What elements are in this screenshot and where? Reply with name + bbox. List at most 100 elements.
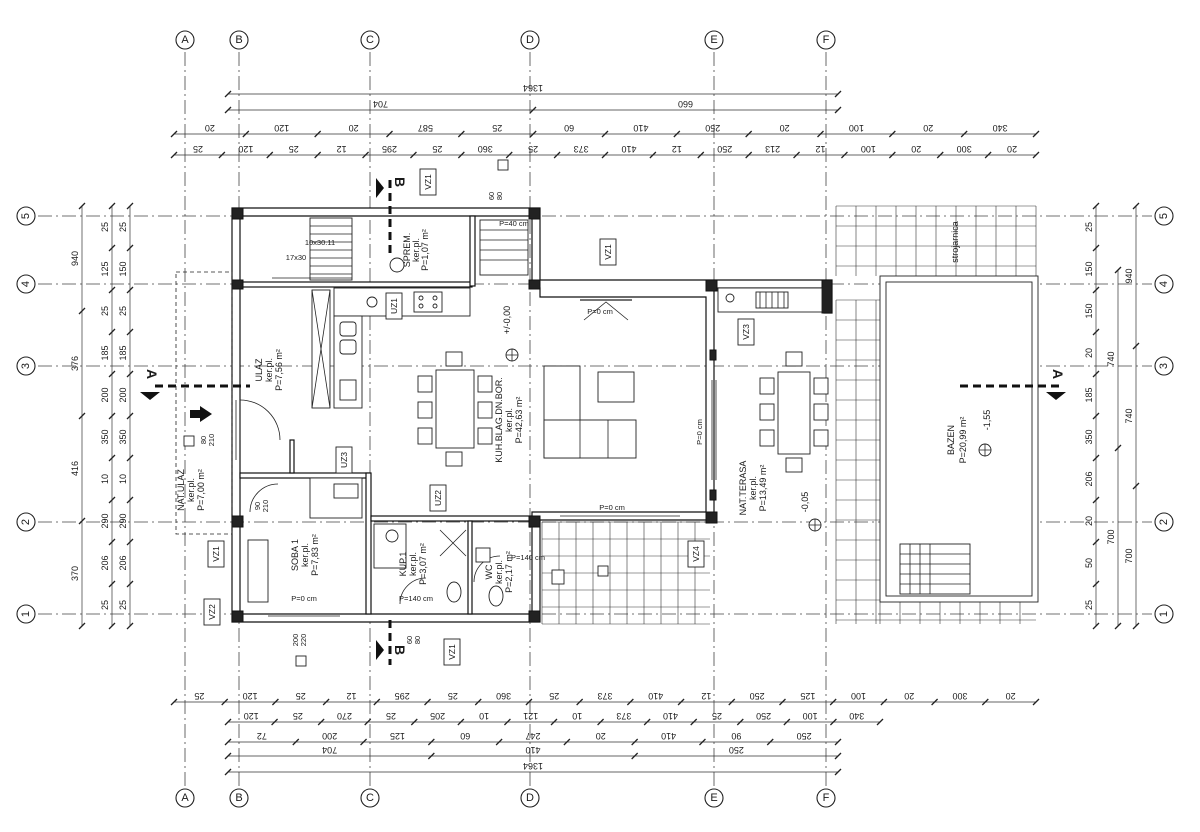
entry-arrow xyxy=(200,406,212,422)
tv-view xyxy=(583,301,629,321)
svg-text:60: 60 xyxy=(405,636,414,644)
column xyxy=(528,279,541,290)
opening-tags: VZ1 VZ1 UZ1 VZ1 VZ3 UZ3 UZ2 VZ4 VZ1 VZ2 xyxy=(203,168,755,666)
dim-tick xyxy=(108,622,116,630)
dim-label: 185 xyxy=(1084,387,1094,402)
dim-tick xyxy=(221,698,229,706)
axis-bubble xyxy=(175,788,195,808)
dim-tick xyxy=(1092,496,1100,504)
tag-label: VZ1 xyxy=(603,244,613,260)
dim-label: 25 xyxy=(296,691,306,701)
partition-wall xyxy=(239,281,473,288)
dim-label: 12 xyxy=(346,691,356,701)
dim-label: 120 xyxy=(244,711,259,721)
dim-tick xyxy=(126,496,134,504)
dim-tick xyxy=(1114,266,1122,274)
axis-label: 2 xyxy=(20,519,32,525)
dim-tick xyxy=(126,370,134,378)
svg-text:KUH.BLAG.DN.BOR.: KUH.BLAG.DN.BOR. xyxy=(494,377,504,463)
dim-label: 20 xyxy=(349,123,359,133)
dim-tick xyxy=(409,151,417,159)
dim-tick xyxy=(271,698,279,706)
svg-text:80: 80 xyxy=(413,636,422,644)
dim-label: 12 xyxy=(701,691,711,701)
chair xyxy=(759,377,775,395)
dim-tick xyxy=(410,718,418,726)
window-symbol xyxy=(497,159,509,171)
dim-tick xyxy=(1092,286,1100,294)
svg-text:P=1,07 m²: P=1,07 m² xyxy=(420,229,430,271)
dim-label: 740 xyxy=(1106,351,1116,366)
dim-tick xyxy=(1032,698,1040,706)
table xyxy=(777,371,811,455)
room-label-nat-ulaz: NAT.ULAZ ker.pl. P=7,00 m² xyxy=(176,469,206,511)
partition-wall xyxy=(370,515,533,522)
level-markers: +/-0,00 -0,05 -1,55 xyxy=(502,306,992,532)
dim-label: 125 xyxy=(390,731,405,741)
column xyxy=(231,279,244,290)
dim-label: 740 xyxy=(1124,408,1134,423)
svg-text:+/-0,00: +/-0,00 xyxy=(502,306,512,334)
dim-label: 60 xyxy=(460,731,470,741)
svg-text:ker.pl.: ker.pl. xyxy=(300,543,310,567)
dim-label: 250 xyxy=(705,123,720,133)
dim-tick xyxy=(170,151,178,159)
svg-text:P=0 cm: P=0 cm xyxy=(599,503,625,512)
dim-label: 200 xyxy=(118,387,128,402)
dim-label: 206 xyxy=(118,555,128,570)
toilet xyxy=(446,581,462,603)
dim-label: 150 xyxy=(118,261,128,276)
dim-tick xyxy=(981,698,989,706)
axis-label: 3 xyxy=(1158,363,1170,369)
room-label-spremiste: SPREM. ker.pl. P=1,07 m² xyxy=(402,229,430,271)
table xyxy=(435,369,475,449)
tag-label: VZ3 xyxy=(741,324,751,340)
axis-bubble xyxy=(16,274,36,294)
dim-label: 10 xyxy=(100,474,110,484)
axis-bubble xyxy=(520,788,540,808)
dim-tick xyxy=(108,496,116,504)
dim-label: 250 xyxy=(729,745,744,755)
section-arrow-b xyxy=(376,640,384,660)
svg-text:80: 80 xyxy=(199,436,208,444)
axis-label: F xyxy=(823,34,830,46)
dim-tick xyxy=(698,738,706,746)
dim-label: 25 xyxy=(528,144,538,154)
dim-tick xyxy=(1092,454,1100,462)
room-label-soba1: SOBA 1 ker.pl. P=7,83 m² xyxy=(290,534,320,576)
stair-flight-upper xyxy=(479,219,529,276)
svg-text:P=140 cm: P=140 cm xyxy=(511,553,545,562)
svg-text:P=3,07 m²: P=3,07 m² xyxy=(418,543,428,585)
dim-tick xyxy=(322,698,330,706)
dim-label: 120 xyxy=(243,691,258,701)
section-lines: A A B B xyxy=(140,177,1066,665)
dim-label: 247 xyxy=(525,731,540,741)
axis-bubble xyxy=(816,30,836,50)
sink xyxy=(339,339,357,355)
dim-label: 20 xyxy=(911,144,921,154)
dim-tick xyxy=(960,130,968,138)
dim-tick xyxy=(834,768,842,776)
dim-tick xyxy=(108,580,116,588)
dim-tick xyxy=(457,151,465,159)
chair xyxy=(785,457,803,473)
dim-tick xyxy=(503,718,511,726)
dim-tick xyxy=(495,738,503,746)
dim-tick xyxy=(78,517,86,525)
dim-label: 200 xyxy=(322,731,337,741)
svg-text:ker.pl.: ker.pl. xyxy=(186,478,196,502)
dim-tick xyxy=(224,90,232,98)
dim-tick xyxy=(126,538,134,546)
section-arrow-b xyxy=(376,178,384,198)
dim-tick xyxy=(224,738,232,746)
dim-label: 100 xyxy=(851,691,866,701)
dim-tick xyxy=(766,738,774,746)
dim-tick xyxy=(224,752,232,760)
axis-label: 3 xyxy=(20,363,32,369)
dim-label: 290 xyxy=(100,513,110,528)
dim-tick xyxy=(1092,580,1100,588)
column xyxy=(528,207,541,220)
axis-label: E xyxy=(710,34,717,46)
axis-bubble xyxy=(1154,604,1174,624)
